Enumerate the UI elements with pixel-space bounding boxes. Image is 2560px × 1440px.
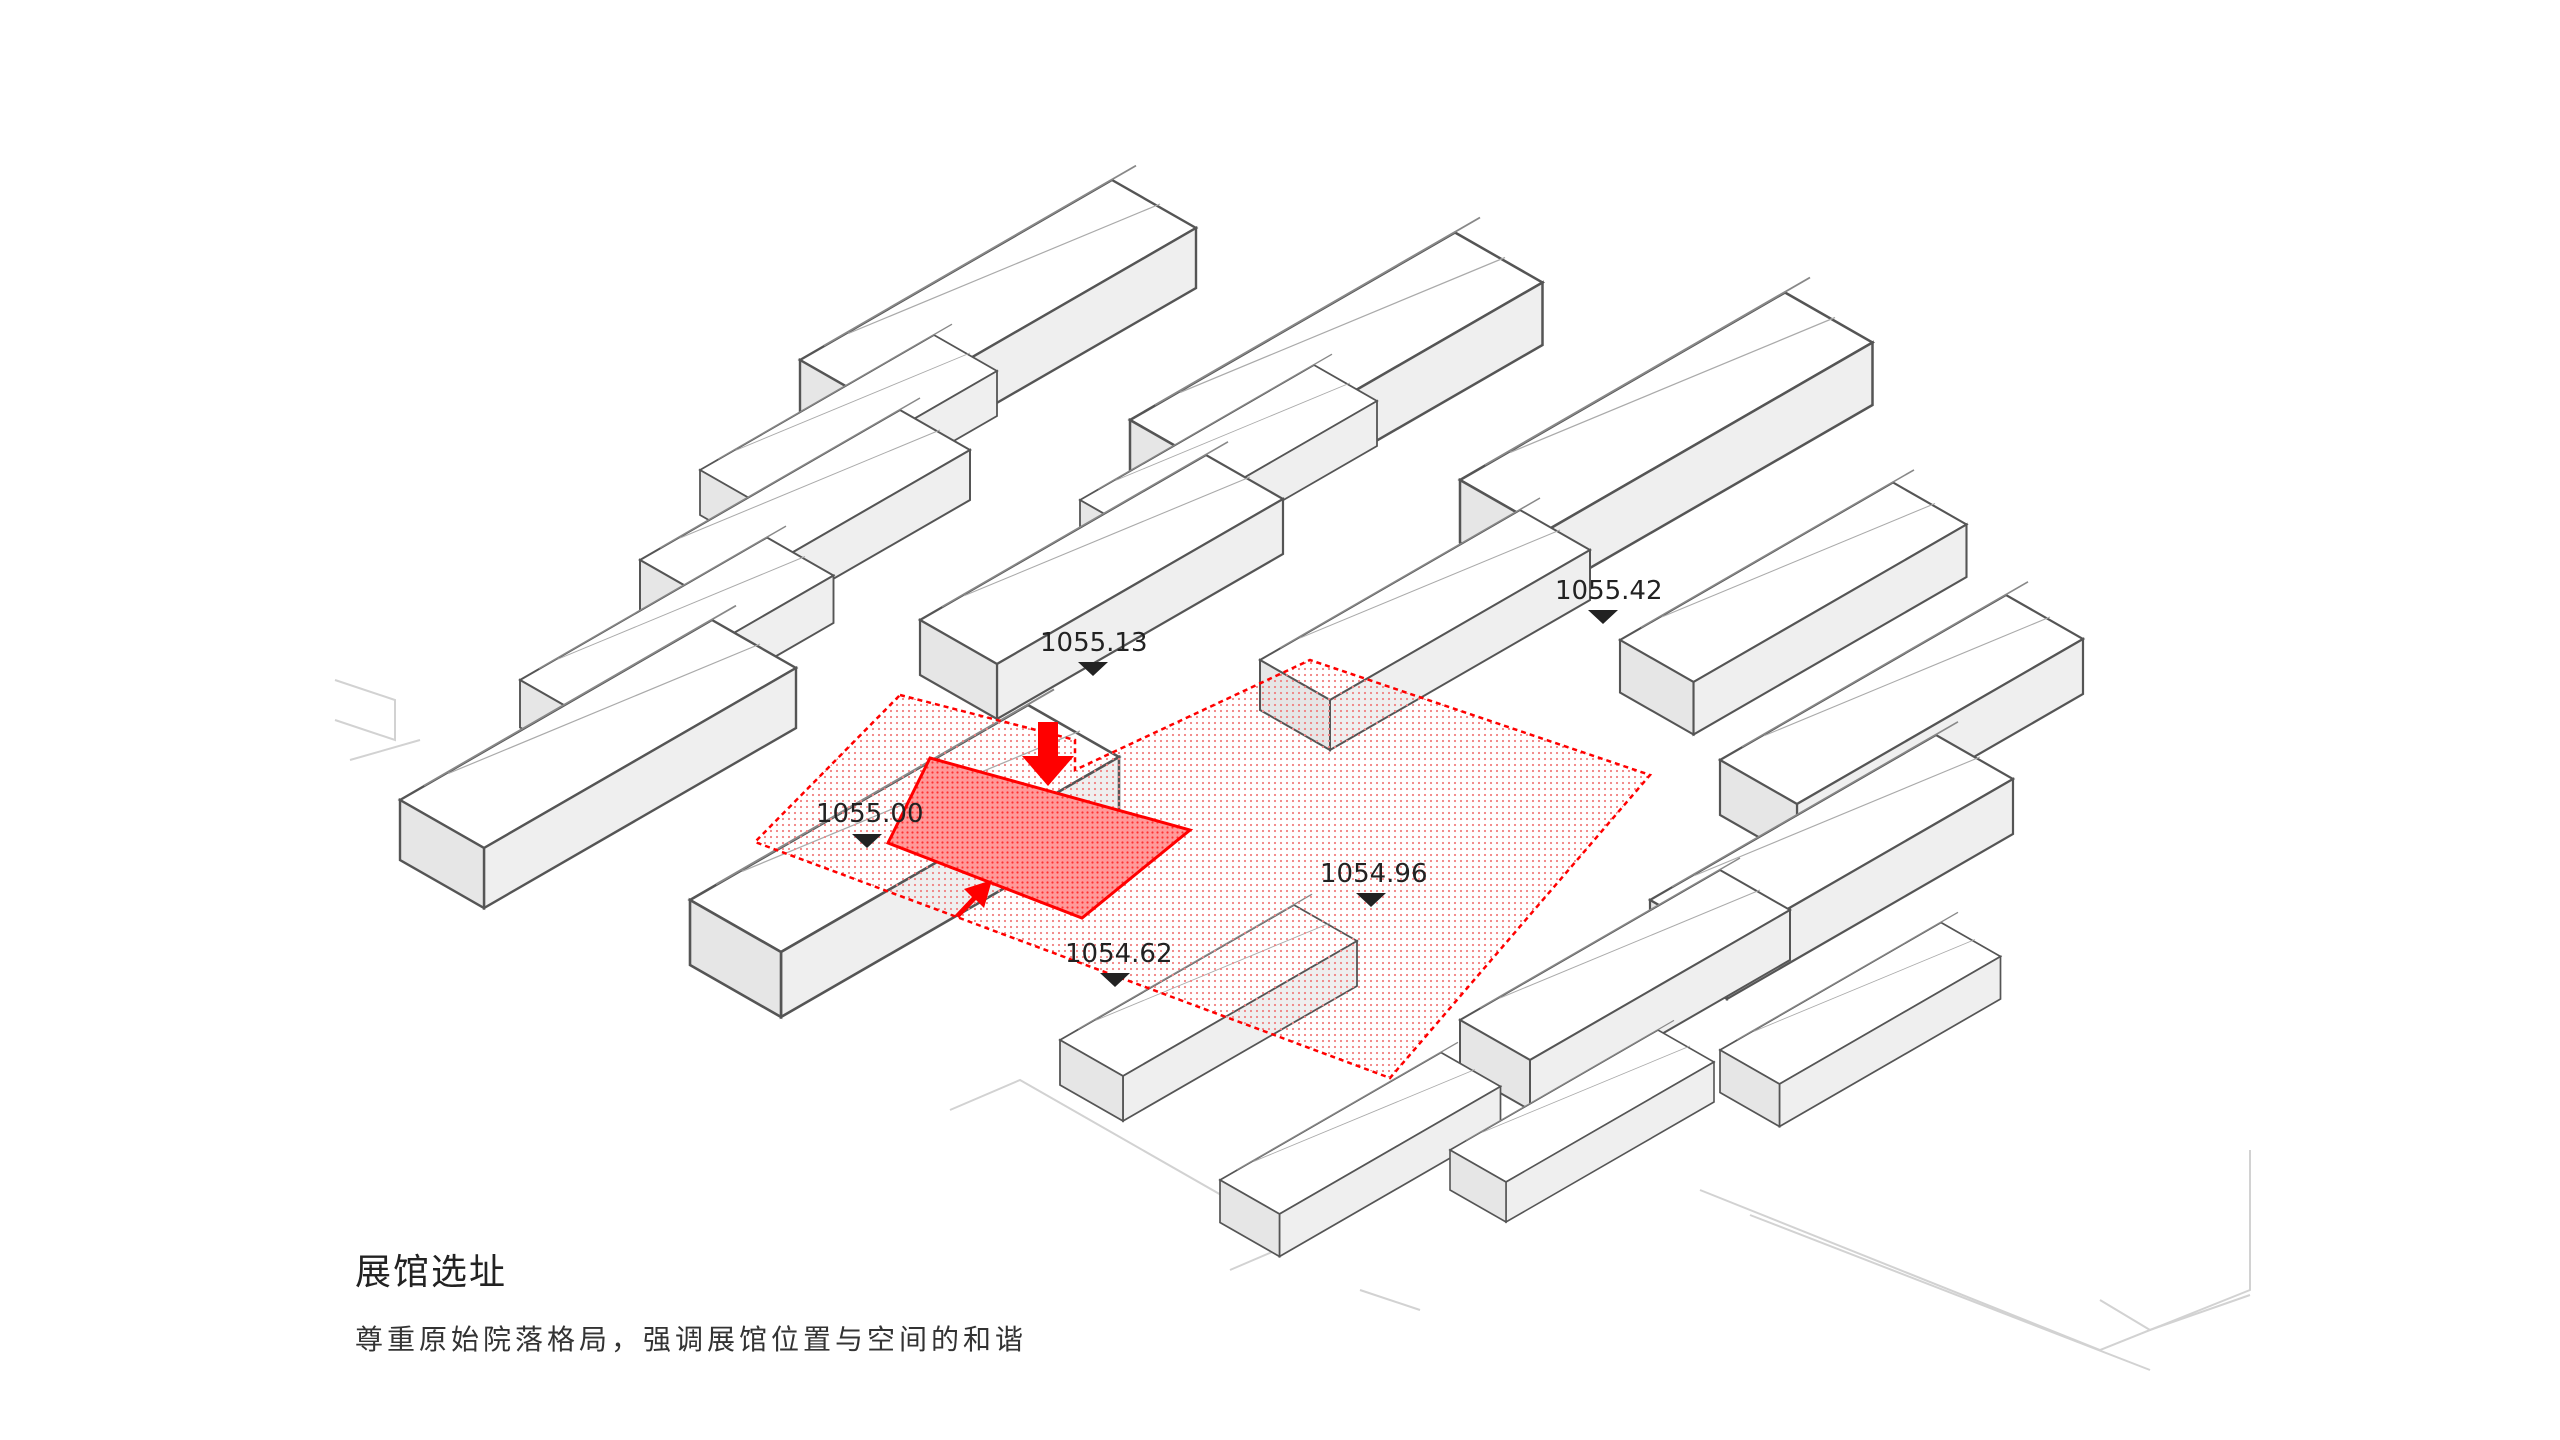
elevation-label: 1055.00 xyxy=(816,799,924,829)
triangle-down-icon xyxy=(1100,973,1130,987)
elevation-marker-1055-00: 1055.00 xyxy=(816,799,924,848)
elevation-label: 1055.13 xyxy=(1040,628,1148,658)
triangle-down-icon xyxy=(852,834,882,848)
triangle-down-icon xyxy=(1356,893,1386,907)
triangle-down-icon xyxy=(1588,610,1618,624)
elevation-label: 1054.96 xyxy=(1320,859,1428,889)
elevation-label: 1055.42 xyxy=(1555,576,1663,606)
diagram-subtitle: 尊重原始院落格局，强调展馆位置与空间的和谐 xyxy=(355,1323,1028,1356)
elevation-label: 1054.62 xyxy=(1065,939,1173,969)
elevation-marker-1054-96: 1054.96 xyxy=(1320,859,1428,907)
site-area xyxy=(752,658,1653,1080)
pavilion-footprint xyxy=(885,756,1194,920)
elevation-marker-1054-62: 1054.62 xyxy=(1065,939,1173,987)
elevation-marker-1055-13: 1055.13 xyxy=(1040,628,1148,676)
entrance-arrows xyxy=(955,722,1074,918)
triangle-down-icon xyxy=(1078,662,1108,676)
elevation-markers: 1055.42 1055.13 1055.00 1054.96 1054.62 xyxy=(816,576,1663,987)
diagram-title: 展馆选址 xyxy=(355,1252,508,1293)
elevation-marker-1055-42: 1055.42 xyxy=(1555,576,1663,624)
ground-lines xyxy=(334,679,2251,1371)
arrow-icon xyxy=(955,880,992,918)
arrow-icon xyxy=(1022,722,1074,786)
